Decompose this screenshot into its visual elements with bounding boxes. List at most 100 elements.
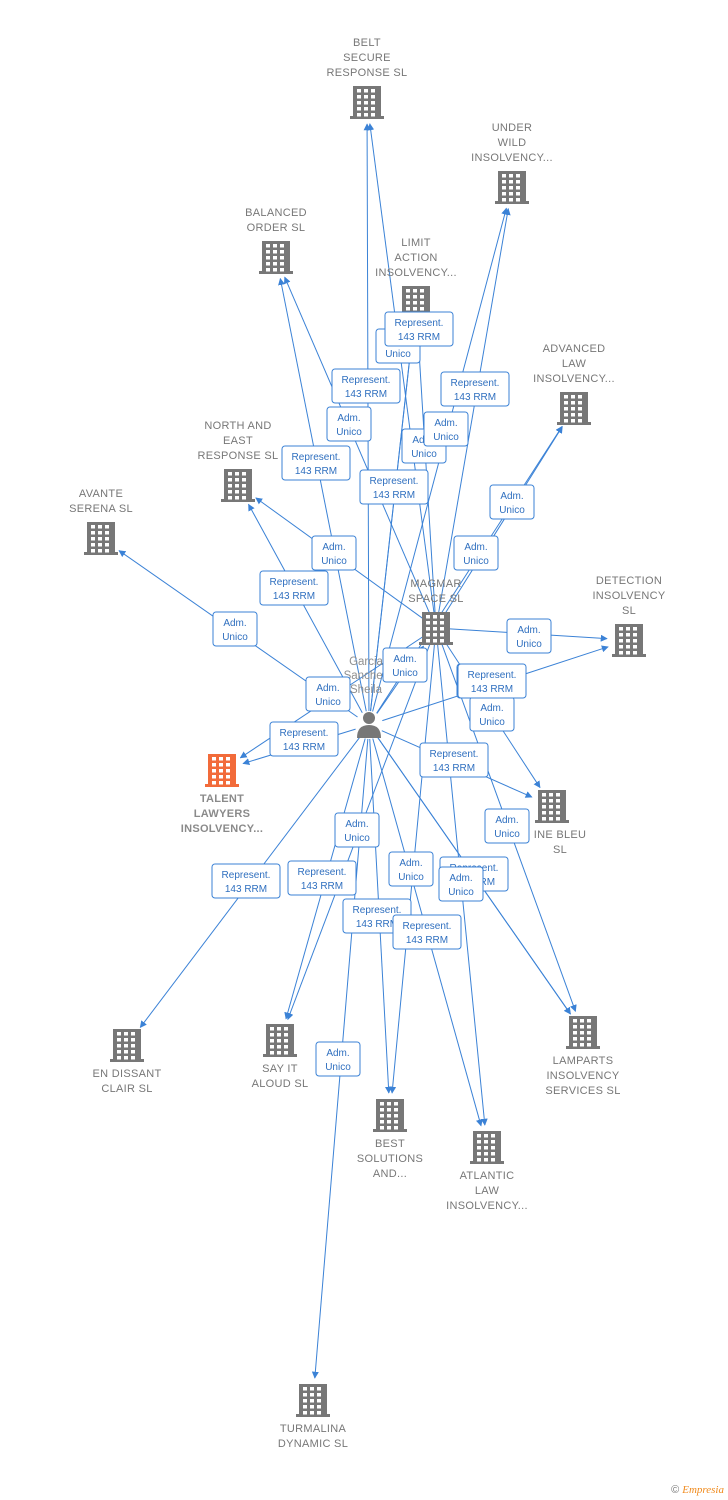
edge-label-text: 143 RRM: [373, 490, 415, 501]
company-node-advanced[interactable]: ADVANCEDLAWINSOLVENCY...: [533, 343, 615, 425]
edge-label-person-balanced[interactable]: Represent.143 RRM: [281, 445, 351, 481]
edge-label-person-lamparts[interactable]: Represent.143 RRM: [457, 663, 527, 699]
building-window: [219, 763, 223, 767]
edge-label-magmar-lamparts[interactable]: Adm.Unico: [469, 696, 515, 732]
building-window: [420, 301, 424, 305]
edge-label-magmar-belt[interactable]: Adm.Unico: [326, 406, 372, 442]
building-window: [433, 633, 437, 637]
building-window: [573, 1019, 577, 1023]
edge-label-box: [484, 808, 530, 844]
edge-label-magmar-best[interactable]: Adm.Unico: [388, 851, 434, 887]
building-window: [556, 793, 560, 797]
building-window: [626, 633, 630, 637]
edge-label-text: Unico: [433, 432, 459, 443]
edge-label-person-ine[interactable]: Represent.143 RRM: [419, 742, 489, 778]
edge-label-person-magmar[interactable]: Represent.143 RRM: [359, 469, 429, 505]
building-window: [578, 413, 582, 417]
edge-label-person-belt[interactable]: Represent.143 RRM: [331, 368, 401, 404]
edge-label-text: Adm.: [337, 413, 360, 424]
building-window: [516, 186, 520, 190]
edge-label-person-endissant[interactable]: Represent.143 RRM: [211, 863, 281, 899]
edge-label-magmar-sayit[interactable]: Adm.Unico: [334, 812, 380, 848]
building-window: [117, 1032, 121, 1036]
edge-label-person-north[interactable]: Represent.143 RRM: [259, 570, 329, 606]
company-node-under[interactable]: UNDERWILDINSOLVENCY...: [471, 122, 553, 204]
building-window: [580, 1025, 584, 1029]
company-label: AVANTE: [79, 488, 123, 500]
edge-label-box: [331, 368, 401, 404]
edge-label-magmar-under[interactable]: Adm.Unico: [453, 535, 499, 571]
edge-label-magmar-atlantic[interactable]: Adm.Unico: [438, 866, 484, 902]
building-window: [549, 793, 553, 797]
edge-label-person-atlantic[interactable]: Represent.143 RRM: [392, 914, 462, 950]
edge-label-text: Adm.: [464, 542, 487, 553]
building-window: [549, 817, 553, 821]
building-window: [357, 107, 361, 111]
building-window: [98, 549, 102, 553]
edge-label-box: [259, 570, 329, 606]
building-window: [491, 1140, 495, 1144]
edge-label-person-turmalina[interactable]: Adm.Unico: [315, 1041, 361, 1077]
building-window: [242, 478, 246, 482]
company-label: ATLANTIC: [460, 1170, 515, 1182]
company-label: LAWYERS: [194, 808, 251, 820]
edge-label-box: [281, 445, 351, 481]
building-window: [502, 192, 506, 196]
building-window: [284, 1039, 288, 1043]
company-node-atlantic[interactable]: ATLANTICLAWINSOLVENCY...: [446, 1131, 528, 1212]
edge-label-person-under[interactable]: Represent.143 RRM: [440, 371, 510, 407]
company-node-best[interactable]: BESTSOLUTIONSAND...: [357, 1099, 423, 1180]
building-window: [317, 1393, 321, 1397]
brand-logo[interactable]: Empresia: [682, 1484, 724, 1496]
building-window: [317, 1387, 321, 1391]
building-window: [571, 395, 575, 399]
company-label: SL: [553, 844, 567, 856]
edge-label-magmar-detection[interactable]: Adm.Unico: [506, 618, 552, 654]
building-window: [477, 1140, 481, 1144]
edge-label-magmar-talent[interactable]: Adm.Unico: [305, 676, 351, 712]
edge-label-person-avante[interactable]: Adm.Unico: [212, 611, 258, 647]
building-window: [131, 1050, 135, 1054]
company-node-limit[interactable]: LIMITACTIONINSOLVENCY...: [375, 237, 457, 319]
edge-label-magmar-limit[interactable]: Adm.Unico: [382, 647, 428, 683]
edge-label-magmar-north[interactable]: Adm.Unico: [311, 535, 357, 571]
building-window: [98, 531, 102, 535]
edge-label-text: Unico: [499, 505, 525, 516]
building-window: [564, 407, 568, 411]
building-window: [587, 1025, 591, 1029]
building-window: [556, 817, 560, 821]
edge-label-person-talent[interactable]: Represent.143 RRM: [269, 721, 339, 757]
building-window: [273, 268, 277, 272]
edge-label-person-sayit[interactable]: Represent.143 RRM: [287, 860, 357, 896]
edge-label-magmar-ine[interactable]: Adm.Unico: [484, 808, 530, 844]
building-window: [266, 250, 270, 254]
company-node-talent[interactable]: TALENTLAWYERSINSOLVENCY...: [181, 754, 264, 835]
company-label: SERVICES SL: [545, 1085, 620, 1097]
edge-label-box: [287, 860, 357, 896]
edge-label-text: Adm.: [326, 1048, 349, 1059]
edge-label-person-limit[interactable]: Represent.143 RRM: [384, 311, 454, 347]
company-label: BELT: [353, 37, 381, 49]
building-window: [394, 1120, 398, 1124]
edge-label-magmar-advanced[interactable]: Adm.Unico: [423, 411, 469, 447]
edge-label-text: 143 RRM: [398, 332, 440, 343]
edge-label-person-advanced[interactable]: Adm.Unico: [489, 484, 535, 520]
edge-label-box: [419, 742, 489, 778]
building-window: [477, 1146, 481, 1150]
building-window: [556, 799, 560, 803]
building-window: [280, 250, 284, 254]
company-label: BALANCED: [245, 207, 307, 219]
